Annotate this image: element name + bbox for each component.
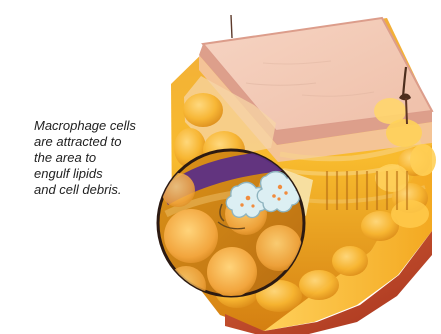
fat-cell — [332, 246, 368, 276]
engulfed-particle — [284, 191, 287, 194]
surface-hair — [231, 15, 232, 38]
engulfed-particle — [277, 197, 280, 200]
inset-fat-cell — [164, 209, 218, 263]
engulfed-particle — [240, 203, 243, 206]
engulfed-particle — [246, 196, 251, 201]
side-fat-lobule — [410, 144, 436, 176]
inset-fat-cell — [166, 266, 206, 306]
engulfed-particle — [272, 194, 276, 198]
engulfed-particle — [278, 185, 282, 189]
side-fat-lobule — [375, 164, 409, 192]
fat-cell — [299, 270, 339, 300]
inset-fat-cell — [207, 247, 257, 297]
inset-fat-cell — [161, 173, 195, 207]
engulfed-particle — [251, 204, 254, 207]
side-fat-lobule — [386, 119, 422, 147]
fat-cell — [183, 93, 223, 127]
hair-root — [406, 98, 407, 124]
